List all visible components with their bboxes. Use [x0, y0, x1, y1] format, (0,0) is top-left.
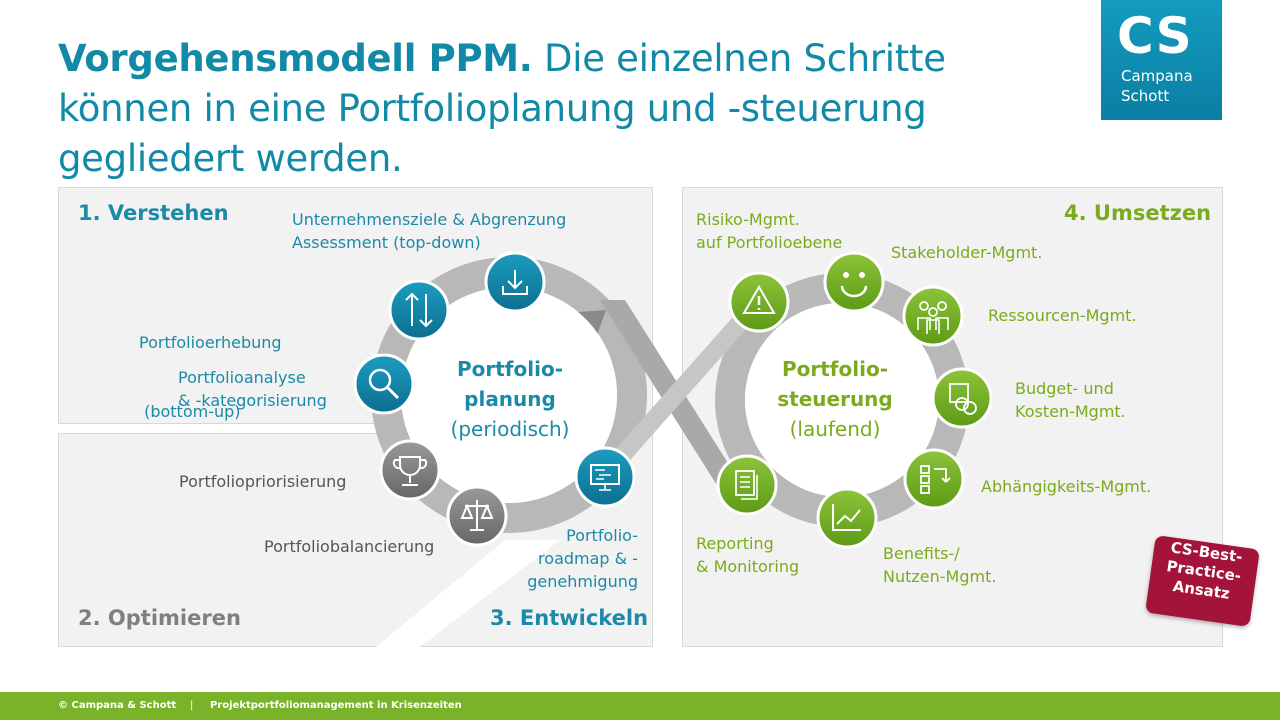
step-stakeholder-mgmt: Stakeholder-Mgmt.	[891, 243, 1043, 262]
step-benefits-mgmt: Benefits-/ Nutzen-Mgmt.	[883, 544, 997, 586]
trophy-icon	[379, 439, 441, 501]
budget-coins-icon	[931, 367, 993, 429]
diagonal-separator	[376, 540, 560, 647]
step-risiko-mgmt: Risiko-Mgmt. auf Portfolioebene	[696, 210, 843, 252]
crossing-band-up	[590, 300, 772, 478]
step-portfolioerhebung: Portfolioerhebung (bottom-up)	[139, 333, 282, 421]
step-reporting-monitoring: Reporting & Monitoring	[696, 534, 800, 576]
best-practice-badge: CS-Best- Practice- Ansatz	[1145, 535, 1260, 627]
step-portfoliopriorisierung: Portfoliopriorisierung	[179, 472, 347, 491]
left-loop-center: Portfolio- planung (periodisch)	[450, 357, 570, 441]
footer-bar: © Campana & Schott | Projektportfolioman…	[0, 692, 1280, 720]
campana-schott-logo: CS Campana Schott	[1101, 0, 1222, 120]
footer-separator: |	[190, 700, 194, 711]
arrow-head	[578, 310, 606, 338]
download-tray-icon	[484, 251, 546, 313]
step-ressourcen-mgmt: Ressourcen-Mgmt.	[988, 306, 1137, 325]
step-portfoliobalancierung: Portfoliobalancierung	[264, 537, 435, 556]
up-down-arrows-icon	[388, 279, 450, 341]
footer-copyright: © Campana & Schott	[58, 700, 177, 711]
step-unternehmensziele: Unternehmensziele & Abgrenzung Assessmen…	[292, 210, 567, 252]
line-chart-icon	[816, 487, 878, 549]
footer-topic: Projektportfoliomanagement in Krisenzeit…	[210, 700, 462, 711]
section-umsetzen: 4. Umsetzen	[1064, 201, 1212, 225]
step-budget-mgmt: Budget- und Kosten-Mgmt.	[1015, 379, 1126, 421]
people-group-icon	[902, 285, 964, 347]
page-title: Vorgehensmodell PPM. Die einzelnen Schri…	[58, 37, 946, 180]
checklist-icon	[903, 448, 965, 510]
step-abhaengigkeits-mgmt: Abhängigkeits-Mgmt.	[981, 477, 1152, 496]
monitor-roadmap-icon	[574, 446, 636, 508]
magnifier-icon	[353, 353, 415, 415]
section-entwickeln: 3. Entwickeln	[490, 606, 649, 630]
step-portfolioanalyse: Portfolioanalyse & -kategorisierung	[178, 368, 327, 410]
right-loop-center: Portfolio- steuerung (laufend)	[777, 357, 893, 441]
section-verstehen: 1. Verstehen	[78, 201, 229, 225]
step-portfolioroadmap: Portfolio- roadmap & - genehmigung	[527, 526, 638, 591]
warning-icon	[728, 271, 790, 333]
scales-icon	[446, 485, 508, 547]
documents-icon	[716, 454, 778, 516]
smiley-icon	[823, 251, 885, 313]
section-optimieren: 2. Optimieren	[78, 606, 241, 630]
